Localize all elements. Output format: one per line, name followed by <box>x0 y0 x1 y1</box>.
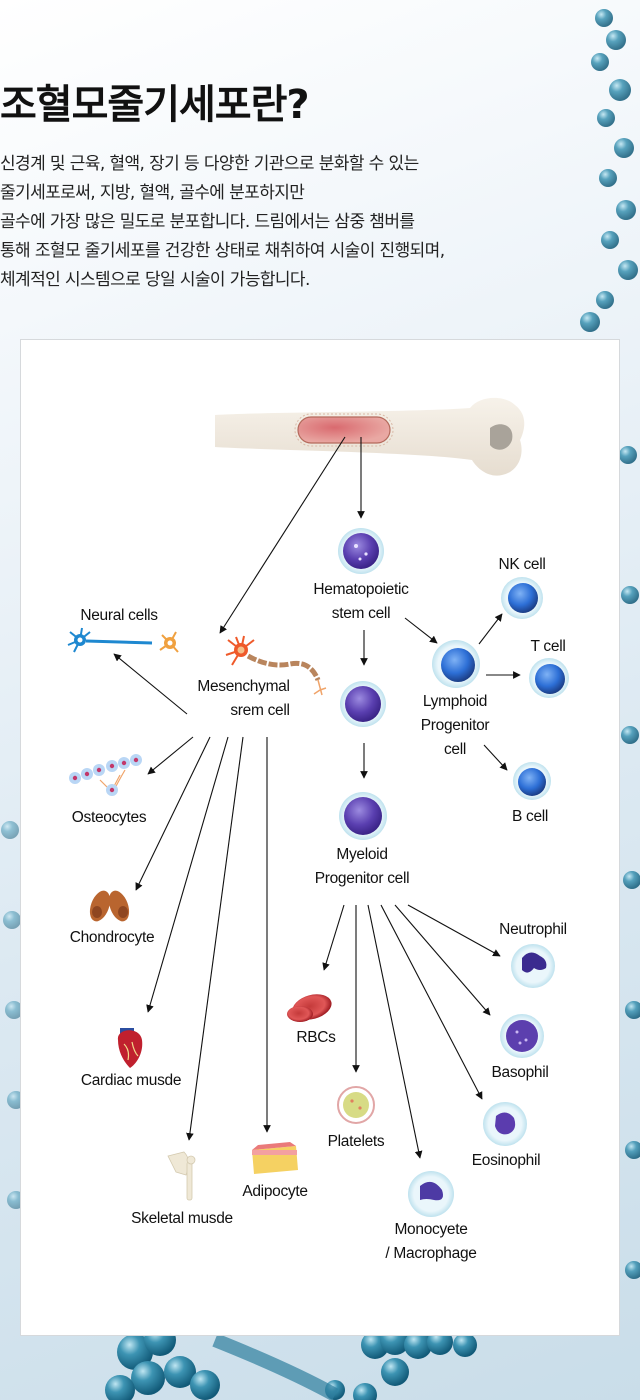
label-skeletal-muscle: Skeletal musde <box>131 1210 233 1227</box>
description-line: 통해 조혈모 줄기세포를 건강한 상태로 채취하여 시술이 진행되며, <box>0 241 445 261</box>
description-line: 줄기세포로써, 지방, 혈액, 골수에 분포하지만 <box>0 183 305 203</box>
label-neutrophil: Neutrophil <box>499 921 567 938</box>
progenitor-cell-icon <box>340 681 386 727</box>
neutrophil-icon <box>511 944 555 988</box>
label-lymphoid-line: cell <box>443 741 467 758</box>
label-myeloid-line: Myeloid <box>336 846 388 863</box>
label-monocyte-line: / Macrophage <box>385 1245 477 1262</box>
description-line: 골수에 가장 많은 밀도로 분포합니다. 드림에서는 삼중 챔버를 <box>0 212 415 232</box>
myeloid-cell-icon <box>339 792 387 840</box>
chondrocyte-icon <box>89 890 130 922</box>
edge-msc-cardiac <box>146 736 229 1013</box>
basophil-icon <box>500 1014 544 1058</box>
label-lymphoid: Lymphoid Progenitor cell <box>421 690 490 762</box>
label-osteocytes: Osteocytes <box>71 809 147 826</box>
label-myeloid: Myeloid Progenitor cell <box>315 843 410 891</box>
monocyte-icon <box>408 1171 454 1217</box>
platelet-icon <box>337 1086 375 1124</box>
edge-myeloid-basophil <box>394 904 491 1016</box>
neural-cell-icon <box>67 627 179 653</box>
edge-myeloid-rbc <box>322 904 345 971</box>
label-chondrocyte: Chondrocyte <box>69 929 155 946</box>
label-adipocyte: Adipocyte <box>242 1183 308 1200</box>
stem-cell-icon <box>338 528 384 574</box>
edge-lymphoid-b <box>483 744 508 771</box>
label-lymphoid-line: Progenitor <box>420 717 490 734</box>
diagram-card <box>20 339 620 1336</box>
label-msc-line: Mesenchymal <box>197 678 290 695</box>
t-cell-icon <box>529 658 569 698</box>
lymphoid-cell-icon <box>432 640 480 688</box>
edge-lymphoid-nk <box>478 613 503 645</box>
label-hsc: Hematopoietic stem cell <box>313 578 408 626</box>
edge-myeloid-eosinophil <box>380 904 483 1100</box>
label-basophil: Basophil <box>491 1064 549 1081</box>
edge-msc-neural <box>113 653 188 715</box>
label-lymphoid-line: Lymphoid <box>422 693 488 710</box>
label-b-cell: B cell <box>511 808 549 825</box>
edge-msc-skeletal <box>186 736 244 1141</box>
red-blood-cell-icon <box>287 994 332 1022</box>
label-eosinophil: Eosinophil <box>471 1152 541 1169</box>
label-myeloid-line: Progenitor cell <box>314 870 410 887</box>
label-msc: Mesenchymal srem cell <box>190 675 290 723</box>
edges <box>113 436 521 1159</box>
label-hsc-line: Hematopoietic <box>313 581 409 598</box>
neuron-icon <box>225 635 327 696</box>
description-line: 체계적인 시스템으로 당일 시술이 가능합니다. <box>0 270 310 290</box>
label-t-cell: T cell <box>530 638 566 655</box>
b-cell-icon <box>513 762 551 800</box>
label-neural-cells: Neural cells <box>80 607 158 624</box>
edge-myeloid-neutrophil <box>407 904 501 957</box>
heart-icon <box>117 1028 143 1068</box>
label-monocyte-line: Monocyete <box>394 1221 468 1238</box>
label-platelets: Platelets <box>327 1133 385 1150</box>
label-hsc-line: stem cell <box>331 605 391 622</box>
edge-bone-msc <box>219 436 346 634</box>
label-monocyte: Monocyete / Macrophage <box>385 1218 476 1266</box>
label-nk-cell: NK cell <box>498 556 546 573</box>
edge-myeloid-monocyte <box>367 904 423 1159</box>
label-rbcs: RBCs <box>296 1029 336 1046</box>
eosinophil-icon <box>483 1102 527 1146</box>
osteocyte-icon <box>69 754 142 796</box>
label-cardiac-muscle: Cardiac musde <box>80 1072 182 1089</box>
shoulder-bone-icon <box>167 1151 196 1201</box>
nk-cell-icon <box>501 577 543 619</box>
edge-msc-osteocytes <box>147 736 194 775</box>
label-msc-line: srem cell <box>230 702 290 719</box>
description-line: 신경계 및 근육, 혈액, 장기 등 다양한 기관으로 분화할 수 있는 <box>0 154 419 174</box>
edge-msc-chondrocyte <box>135 736 211 891</box>
description: 신경계 및 근육, 혈액, 장기 등 다양한 기관으로 분화할 수 있는 줄기세… <box>0 150 640 295</box>
fat-tissue-icon <box>252 1142 298 1174</box>
bone-marrow-icon <box>215 397 525 476</box>
edge-hsc-lymphoid <box>404 617 438 644</box>
page-title: 조혈모줄기세포란? <box>0 82 310 128</box>
